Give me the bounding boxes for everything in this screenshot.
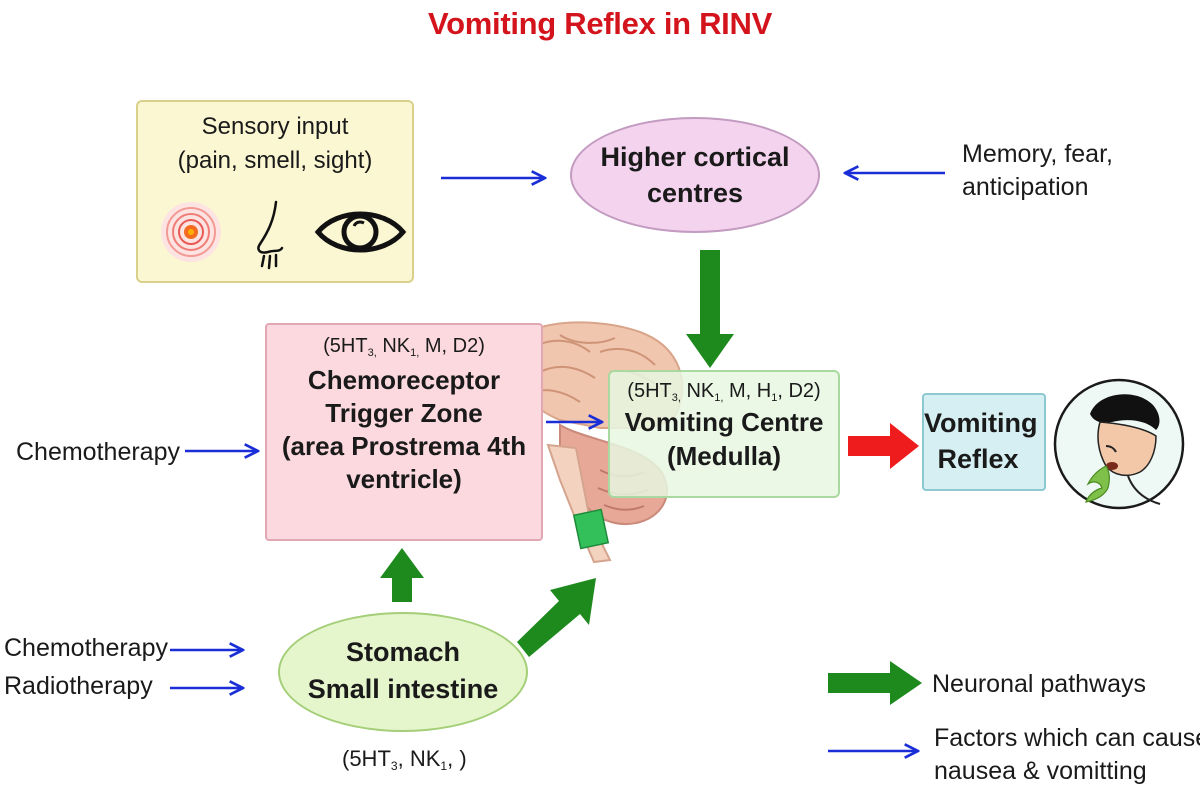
chemotherapy-bottom-label: Chemotherapy — [4, 634, 168, 662]
higher-cortical-line1: Higher cortical — [600, 142, 790, 172]
higher-cortical-line2: centres — [646, 178, 744, 208]
arrow-stomach-to-brainstem — [517, 578, 596, 657]
reflex-line1: Vomiting — [924, 408, 1038, 438]
memory-line2: anticipation — [962, 173, 1089, 201]
eye-icon — [314, 211, 407, 253]
vomiting-reflex-box: Vomiting Reflex — [922, 393, 1046, 491]
page-title: Vomiting Reflex in RINV — [428, 6, 772, 41]
legend-neuronal-label: Neuronal pathways — [932, 670, 1147, 698]
ctz-line4: ventricle) — [346, 464, 462, 494]
legend-green-arrow — [828, 661, 922, 705]
vc-line1: Vomiting Centre — [624, 407, 824, 437]
ctz-receptors: (5HT3, NK1, M, D2) — [323, 335, 485, 359]
arrow-stomach-to-ctz — [380, 548, 424, 602]
stomach-receptors: (5HT3, NK1, ) — [342, 746, 467, 774]
stomach-line2: Small intestine — [307, 674, 499, 704]
ctz-line1: Chemoreceptor — [307, 365, 501, 395]
nose-icon — [257, 200, 284, 270]
legend-factors-line1: Factors which can cause — [934, 724, 1200, 752]
reflex-line2: Reflex — [937, 444, 1019, 474]
higher-cortical-centres: Higher cortical centres — [570, 117, 820, 233]
sensory-input-box: Sensory input (pain, smell, sight) — [136, 100, 414, 283]
radiotherapy-bottom-label: Radiotherapy — [4, 672, 153, 700]
arrow-vc-to-reflex — [848, 423, 919, 469]
chemotherapy-left-label: Chemotherapy — [16, 438, 180, 466]
chemoreceptor-trigger-zone: (5HT3, NK1, M, D2) Chemoreceptor Trigger… — [265, 323, 543, 541]
vc-line2: (Medulla) — [666, 441, 782, 471]
memory-line1: Memory, fear, — [962, 140, 1113, 168]
stomach-small-intestine: Stomach Small intestine — [278, 612, 528, 732]
stomach-line1: Stomach — [345, 637, 461, 667]
sensory-icons — [161, 200, 407, 270]
pain-icon — [161, 202, 221, 262]
memory-fear-anticipation: Memory, fear, anticipation — [962, 138, 1113, 204]
legend-factors-line2: nausea & vomitting — [934, 757, 1147, 785]
sensory-input-label: Sensory input — [201, 113, 349, 140]
sensory-input-examples: (pain, smell, sight) — [177, 147, 373, 174]
ctz-line3: (area Prostrema 4th — [281, 431, 527, 461]
vomiting-centre: (5HT3, NK1, M, H1, D2) Vomiting Centre (… — [608, 370, 840, 498]
arrow-higher-to-vc — [686, 250, 734, 368]
ctz-line2: Trigger Zone — [325, 398, 483, 428]
vc-receptors: (5HT3, NK1, M, H1, D2) — [627, 380, 821, 404]
legend-factors-label: Factors which can cause nausea & vomitti… — [934, 722, 1200, 788]
brain-icon — [510, 321, 683, 564]
